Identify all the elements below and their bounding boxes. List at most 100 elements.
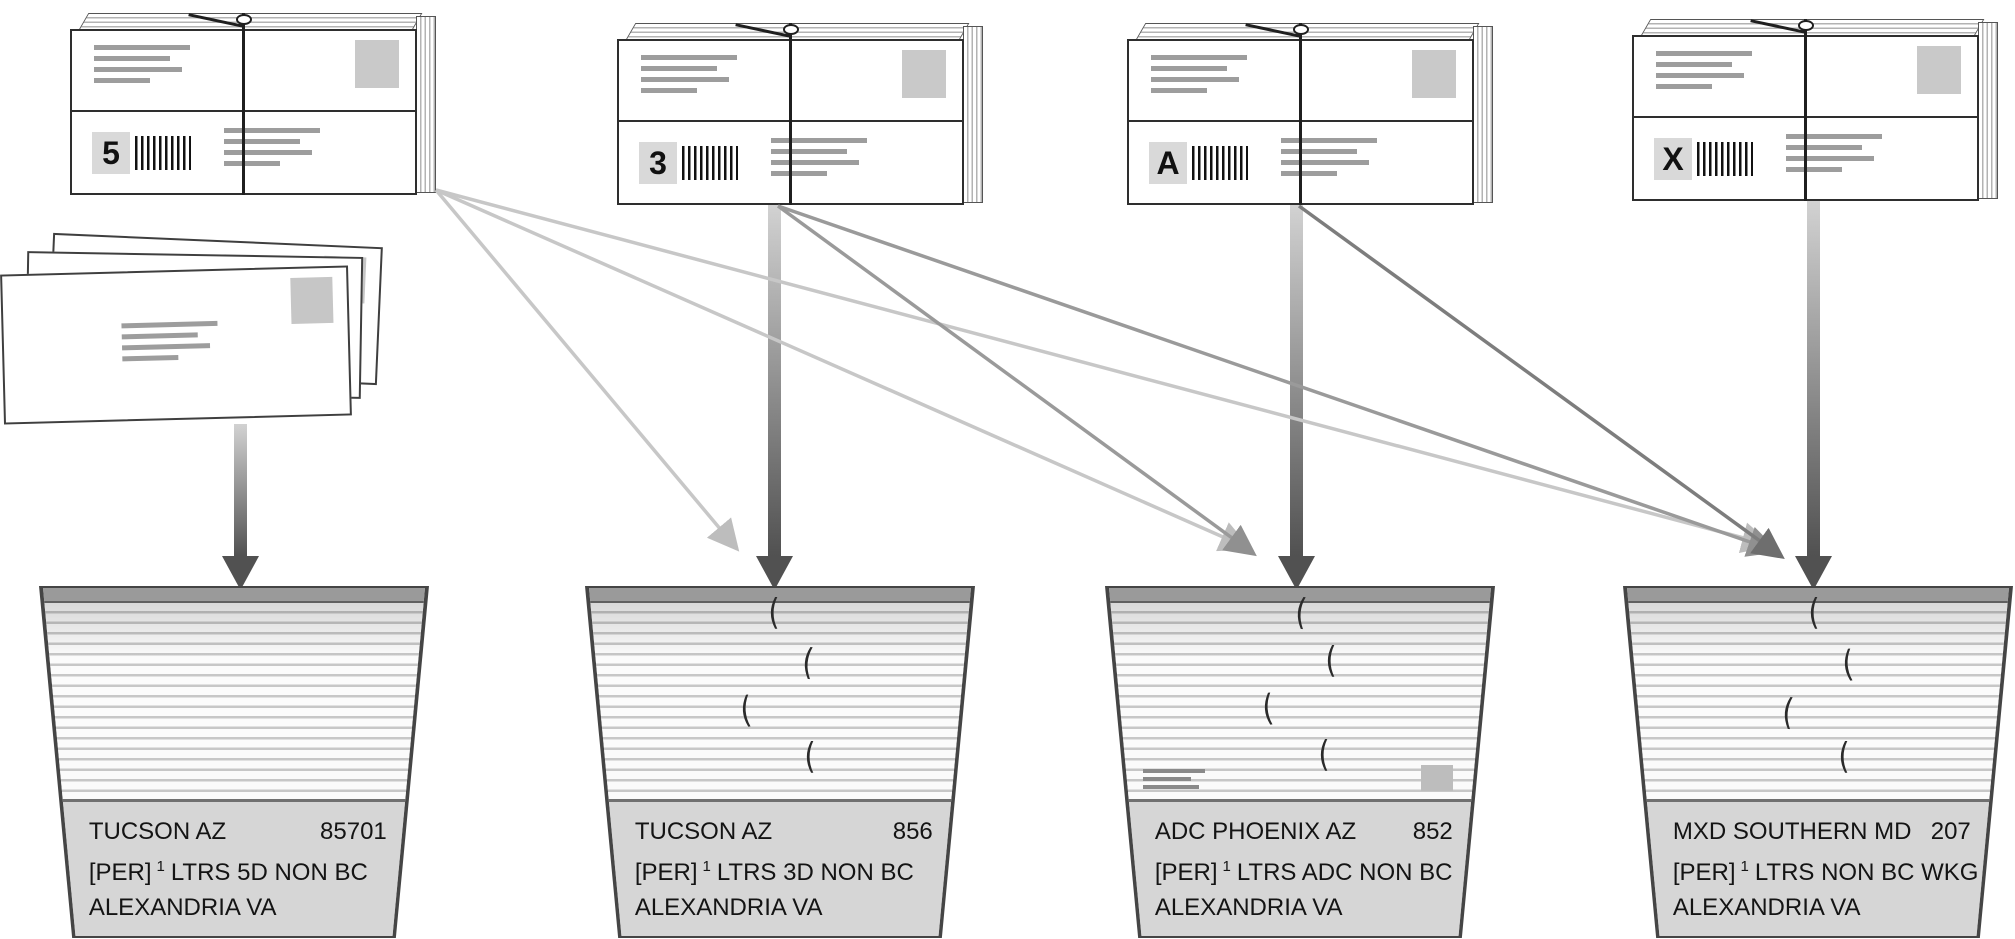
barcode-icon xyxy=(135,136,191,170)
address-lines-icon xyxy=(771,138,867,176)
stack-edges-right-icon xyxy=(963,26,983,203)
tray-footnote: 1 xyxy=(156,858,165,875)
arrow-bundle3-to-tray3 xyxy=(776,204,1257,557)
arrow-bundleA-to-tray3 xyxy=(1278,205,1315,590)
twine-knot-icon xyxy=(236,14,253,25)
arrow-bundle3-to-tray4 xyxy=(777,204,1780,557)
bundle-tie-icon: ( xyxy=(804,736,816,777)
tray-destination: TUCSON AZ xyxy=(88,818,227,845)
arrow-bundle5-to-tray4 xyxy=(435,188,1774,554)
bundle-tie-icon: ( xyxy=(1808,592,1820,633)
tray-rim xyxy=(1627,588,2009,603)
top-envelope xyxy=(619,41,962,122)
presort-level-label: 3 xyxy=(639,142,677,184)
stamp-icon xyxy=(290,276,334,324)
twine-vertical-icon xyxy=(789,23,793,205)
tray-zip: 856 xyxy=(892,818,933,845)
tray-class: [PER] xyxy=(88,859,152,886)
address-lines-icon xyxy=(641,55,737,93)
tray-content-line: LTRS 3D NON BC xyxy=(716,859,914,886)
bundle-mixed: X xyxy=(1632,19,1998,201)
address-lines-icon xyxy=(224,128,320,166)
tray-content-line: LTRS ADC NON BC xyxy=(1236,859,1453,886)
tray-footnote: 1 xyxy=(1740,858,1749,875)
tray-letters: ( ( ( ( xyxy=(1627,595,2009,799)
address-lines-icon xyxy=(1281,138,1377,176)
address-lines-icon xyxy=(1786,134,1882,172)
facing-slip: 3 xyxy=(619,122,962,203)
tray-content-line: LTRS 5D NON BC xyxy=(170,859,368,886)
tray-letters xyxy=(43,603,425,799)
stamp-icon xyxy=(1917,46,1961,94)
stamp-icon xyxy=(902,50,946,98)
address-lines-icon xyxy=(1656,51,1752,89)
bundle-tie-icon: ( xyxy=(800,641,816,684)
barcode-icon xyxy=(1192,146,1248,180)
bundle-tie-icon: ( xyxy=(1838,736,1850,777)
arrow-bundle5-to-tray2 xyxy=(434,188,740,552)
bundle-tie-icon: ( xyxy=(1325,640,1337,681)
presort-level-label: A xyxy=(1149,142,1187,184)
tray-destination: ADC PHOENIX AZ xyxy=(1154,818,1357,845)
twine-knot-icon xyxy=(783,24,800,35)
stamp-icon xyxy=(355,40,399,88)
barcode-icon xyxy=(1697,142,1753,176)
twine-knot-icon xyxy=(1798,20,1815,31)
bundle-tie-icon: ( xyxy=(1318,734,1330,775)
bundle-tie-icon: ( xyxy=(768,592,780,633)
tray-rim xyxy=(1109,588,1491,603)
loose-letters xyxy=(0,232,394,432)
envelope xyxy=(0,265,352,425)
facing-slip: X xyxy=(1634,118,1977,199)
bundle-label: 3 xyxy=(639,142,738,184)
bundle-tie-icon: ( xyxy=(1293,591,1309,634)
tray-destination: TUCSON AZ xyxy=(634,818,773,845)
twine-vertical-icon xyxy=(242,13,246,195)
bundle-label: A xyxy=(1149,142,1248,184)
stack-edges-right-icon xyxy=(1978,22,1998,199)
arrow-bundle3-to-tray2 xyxy=(756,205,793,590)
bundle-5digit: 5 xyxy=(70,13,436,195)
tray-class: [PER] xyxy=(634,859,698,886)
tray-origin: ALEXANDRIA VA xyxy=(634,894,823,921)
facing-slip: A xyxy=(1129,122,1472,203)
barcode-icon xyxy=(682,146,738,180)
bundle-tie-icon: ( xyxy=(1260,687,1276,730)
tray-zip: 852 xyxy=(1412,818,1453,845)
stamp-icon xyxy=(1412,50,1456,98)
tray-letters: ( ( ( ( xyxy=(1109,591,1491,799)
tray-origin: ALEXANDRIA VA xyxy=(1154,894,1343,921)
address-lines-icon xyxy=(121,320,218,362)
address-lines-icon xyxy=(1151,55,1247,93)
arrow-bundleX-to-tray4 xyxy=(1795,201,1832,590)
tray-content-line: LTRS NON BC WKG xyxy=(1754,859,1979,886)
bundle-tie-icon: ( xyxy=(1840,643,1856,686)
bundle-label: X xyxy=(1654,138,1753,180)
tray-class: [PER] xyxy=(1154,859,1218,886)
stack-edges-right-icon xyxy=(1473,26,1493,203)
presort-level-label: 5 xyxy=(92,132,130,174)
address-lines-icon xyxy=(94,45,190,83)
arrow-bundle5-to-tray3 xyxy=(435,188,1252,552)
arrow-loose-to-tray1 xyxy=(222,424,259,590)
stack-edges-right-icon xyxy=(416,16,436,193)
address-lines-icon xyxy=(1143,769,1206,789)
stamp-icon xyxy=(1420,765,1453,791)
twine-vertical-icon xyxy=(1804,19,1808,201)
tray-zip: 207 xyxy=(1930,818,1971,845)
presort-level-label: X xyxy=(1654,138,1692,180)
